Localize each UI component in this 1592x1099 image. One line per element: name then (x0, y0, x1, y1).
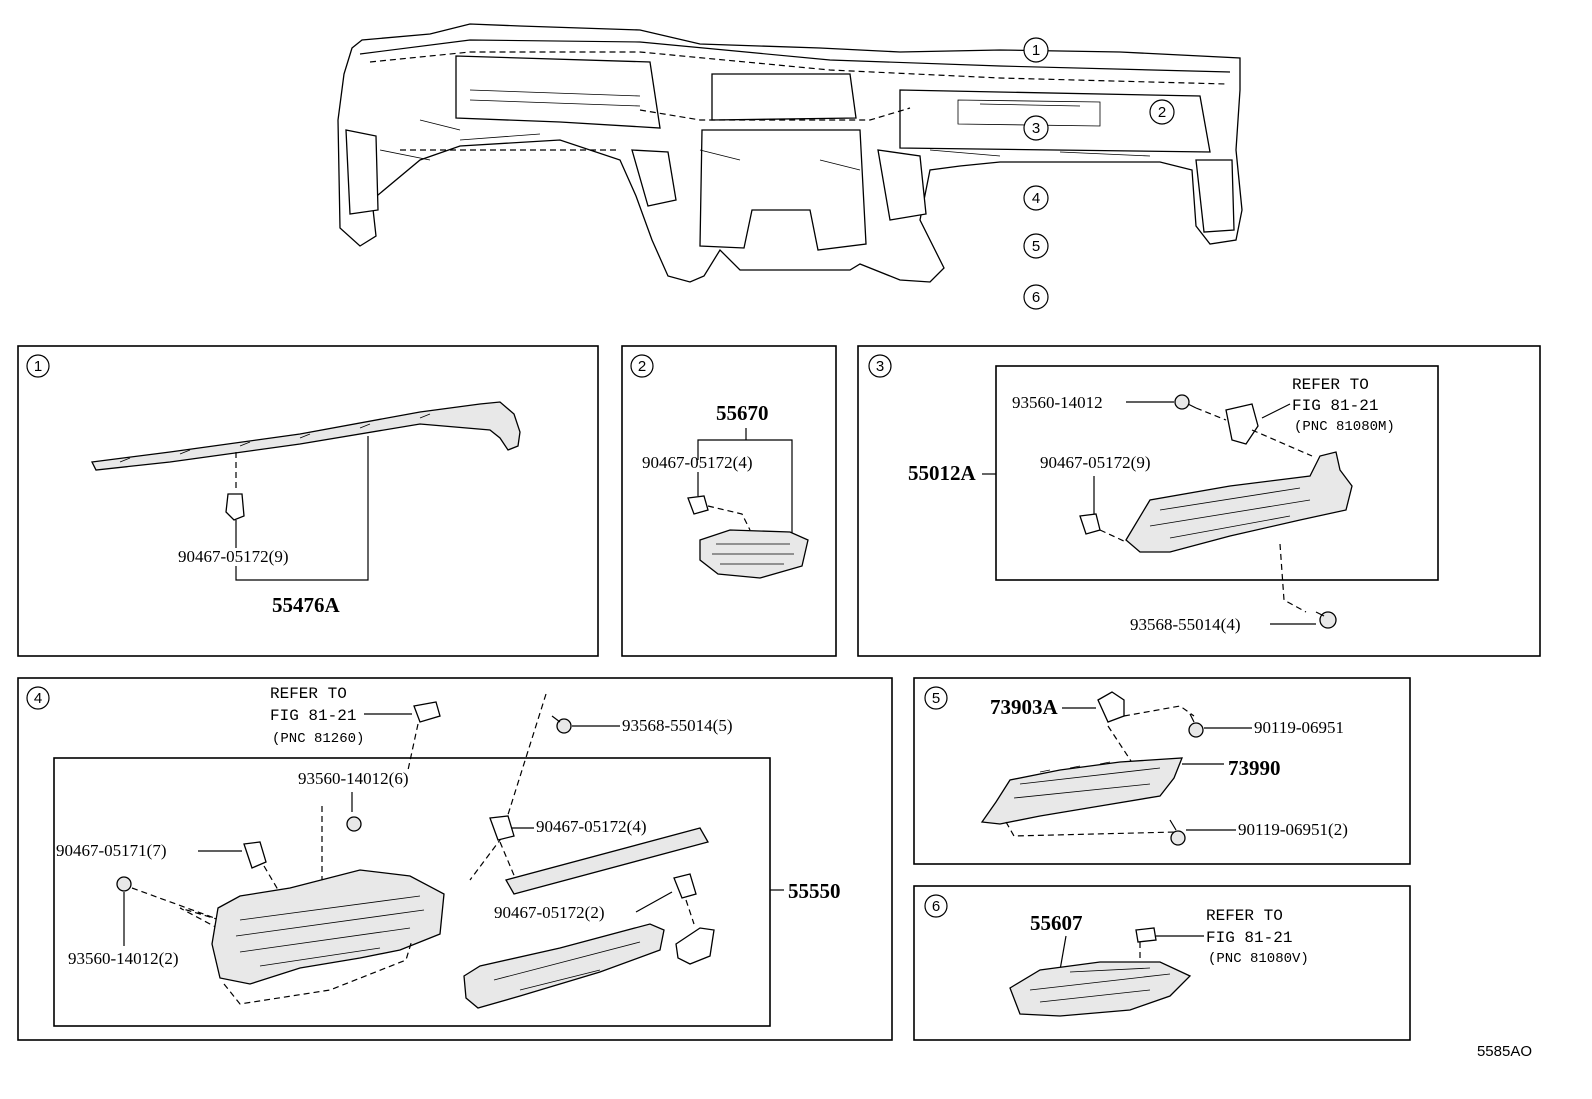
refer-figure-label: FIG 81-21 (270, 707, 356, 725)
svg-text:2: 2 (638, 358, 646, 375)
overview-callout-4: 4 (1023, 185, 1049, 211)
refer-to-label: REFER TO (1292, 376, 1369, 394)
lower-panel-icon (1125, 451, 1353, 553)
part-number-73903A: 73903A (990, 695, 1059, 719)
bolt-icon (1315, 611, 1337, 629)
clip-icon (243, 841, 267, 869)
hinge-icon (675, 927, 715, 965)
section-6: 6 55607 REFER TO FIG 81-21 (PNC 81080V) (913, 885, 1411, 1041)
part-number-73990: 73990 (1228, 756, 1281, 780)
clip-icon (225, 493, 245, 521)
part-number-90119-06951-2: 90119-06951(2) (1238, 820, 1348, 839)
clip-icon (1079, 513, 1101, 535)
part-number-55607: 55607 (1030, 911, 1083, 935)
overview-callout-6: 6 (1023, 284, 1049, 310)
screw-icon (1169, 819, 1186, 846)
lower-frame-icon (211, 869, 445, 985)
overview-callout-3: 3 (1023, 115, 1049, 141)
part-number-90119-06951: 90119-06951 (1254, 718, 1344, 737)
glovebox-door-icon (463, 923, 665, 1009)
svg-text:6: 6 (932, 898, 940, 915)
part-number-90467-05172-9: 90467-05172(9) (1040, 453, 1150, 472)
svg-text:3: 3 (876, 358, 884, 375)
refer-to-label: REFER TO (1206, 907, 1283, 925)
screw-icon (1188, 713, 1204, 738)
overview-callout-5: 5 (1023, 233, 1049, 259)
part-number-93568-55014-5: 93568-55014(5) (622, 716, 732, 735)
clip-icon (413, 701, 441, 723)
trim-strip-icon (505, 827, 709, 895)
part-number-93568-55014-4: 93568-55014(4) (1130, 615, 1240, 634)
instrument-panel-overview: 1 2 3 4 5 6 (337, 23, 1243, 310)
screw-icon (116, 876, 132, 892)
svg-text:6: 6 (1032, 289, 1040, 306)
clip-icon (673, 873, 697, 899)
clip-icon (1135, 927, 1157, 943)
refer-figure-label: FIG 81-21 (1292, 397, 1378, 415)
refer-to-label: REFER TO (270, 685, 347, 703)
refer-figure-label: FIG 81-21 (1206, 929, 1292, 947)
svg-text:1: 1 (1032, 42, 1040, 59)
part-number-90467-05172-4: 90467-05172(4) (642, 453, 752, 472)
part-number-90467-05172-9: 90467-05172(9) (178, 547, 288, 566)
svg-text:4: 4 (34, 690, 42, 707)
clip-icon (489, 815, 515, 841)
screw-icon (346, 816, 362, 832)
svg-text:5: 5 (932, 690, 940, 707)
bracket-icon (1225, 403, 1259, 445)
section-2: 2 55670 90467-05172(4) (621, 345, 837, 657)
clip-icon (687, 495, 709, 515)
part-number-90467-05171-7: 90467-05171(7) (56, 841, 166, 860)
section-1-number: 1 (26, 354, 50, 378)
part-number-55670: 55670 (716, 401, 769, 425)
section-6-number: 6 (924, 894, 948, 918)
part-number-93560-14012-2: 93560-14012(2) (68, 949, 178, 968)
part-number-90467-05172-2: 90467-05172(2) (494, 903, 604, 922)
part-number-55012A: 55012A (908, 461, 977, 485)
section-4-number: 4 (26, 686, 50, 710)
part-number-55550: 55550 (788, 879, 841, 903)
bolt-icon (551, 715, 572, 734)
section-1: 1 90467-05172(9) 55476A (17, 345, 599, 657)
screw-icon (1174, 394, 1197, 410)
part-number-55476A: 55476A (272, 593, 341, 617)
section-2-number: 2 (630, 354, 654, 378)
storage-tray-icon (1009, 961, 1192, 1017)
svg-text:2: 2 (1158, 104, 1166, 121)
section-5: 5 73903A 90119-06951 73990 90119-06951(2… (913, 677, 1411, 865)
section-4: 4 REFER TO FIG 81-21 (PNC 81260) 93568-5… (17, 677, 893, 1041)
diagram-id-label: 5585AO (1477, 1043, 1532, 1060)
part-number-93560-14012-6: 93560-14012(6) (298, 769, 408, 788)
refer-pnc-label: (PNC 81080V) (1208, 951, 1309, 967)
part-number-90467-05172-4: 90467-05172(4) (536, 817, 646, 836)
section-5-number: 5 (924, 686, 948, 710)
bracket-icon (1097, 691, 1125, 723)
section-3-number: 3 (868, 354, 892, 378)
refer-pnc-label: (PNC 81080M) (1294, 419, 1395, 435)
section-3: 3 REFER TO FIG 81-21 (PNC 81080M) 93560-… (857, 345, 1541, 657)
svg-text:1: 1 (34, 358, 42, 375)
overview-callout-1: 1 (1023, 37, 1049, 63)
refer-pnc-label: (PNC 81260) (272, 731, 364, 747)
overview-callout-2: 2 (1149, 99, 1175, 125)
svg-text:5: 5 (1032, 238, 1040, 255)
svg-text:3: 3 (1032, 120, 1040, 137)
part-number-93560-14012: 93560-14012 (1012, 393, 1103, 412)
svg-text:4: 4 (1032, 190, 1040, 207)
